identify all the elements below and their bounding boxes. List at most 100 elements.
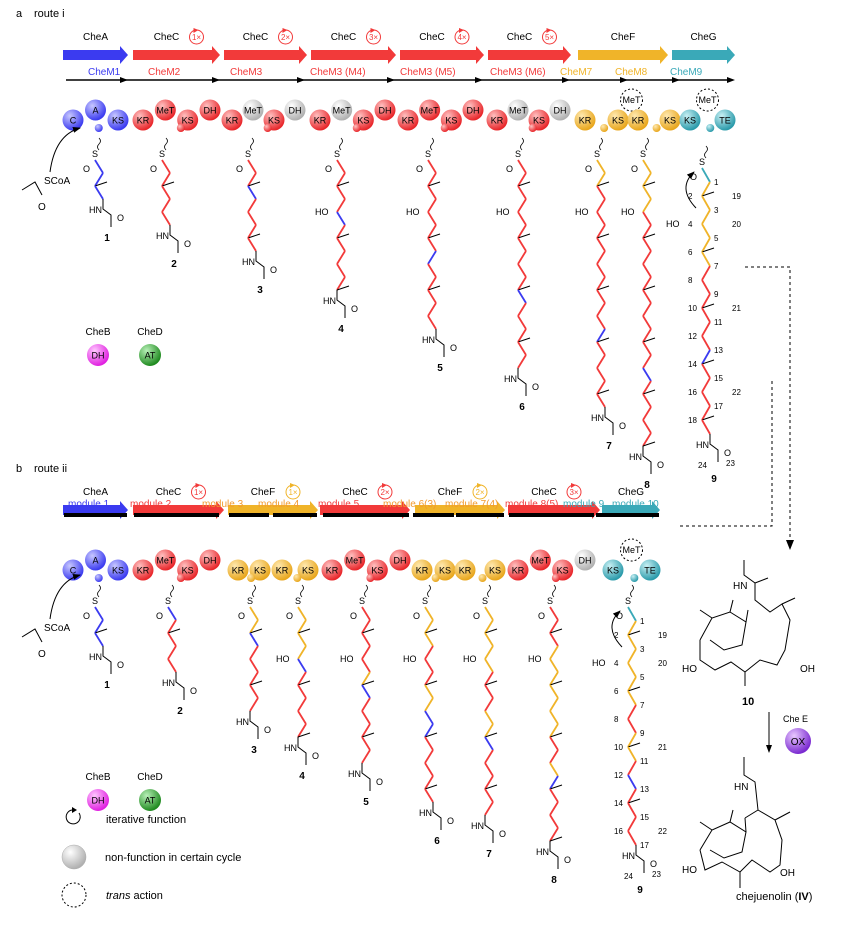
- domain-met: [344, 549, 366, 571]
- chain-bond: [701, 279, 711, 295]
- gene-name: CheG: [618, 487, 644, 498]
- chain-bond: [297, 606, 307, 621]
- connector-arrowhead: [786, 540, 794, 550]
- module-bar: [273, 513, 317, 517]
- chain-bond: [249, 671, 259, 686]
- domain-kr: [132, 559, 154, 581]
- carbon-number: 7: [714, 262, 719, 271]
- chain-bond: [484, 762, 494, 777]
- chain-bond: [247, 185, 257, 200]
- chain-bond: [517, 263, 527, 278]
- svg-text:S: S: [159, 149, 165, 159]
- svg-text:S: S: [547, 596, 553, 606]
- chain-bond: [427, 315, 437, 330]
- carbon-number: 1: [714, 178, 719, 187]
- chain-bond: [484, 697, 494, 712]
- carbon-number: 24: [624, 872, 633, 881]
- chain-bond: [642, 159, 652, 174]
- domain-label: DH: [379, 106, 392, 116]
- domain-label: KS: [533, 116, 545, 126]
- svg-text:O: O: [184, 239, 191, 249]
- chain-bond: [424, 697, 434, 712]
- svg-text:HN: HN: [89, 205, 102, 215]
- chain-bond: [297, 658, 307, 673]
- chain-bond: [424, 710, 434, 725]
- chain-bond: [249, 658, 259, 673]
- chain-bond: [701, 167, 711, 183]
- trans-met-domain: [620, 88, 643, 112]
- svg-text:O: O: [286, 611, 293, 621]
- methyl-number: 21: [658, 743, 667, 752]
- domain-label: KR: [416, 566, 429, 576]
- carbon-number: 10: [614, 743, 623, 752]
- chain-bond: [642, 315, 652, 330]
- chain-bond: [336, 276, 346, 291]
- chain-bond: [642, 172, 652, 187]
- svg-text:S: S: [359, 596, 365, 606]
- domain-label: DH: [204, 556, 217, 566]
- svg-text:O: O: [312, 751, 319, 761]
- chain-bond: [549, 801, 559, 816]
- chain-bond: [517, 315, 527, 330]
- chain-bond: [484, 671, 494, 686]
- chain-bond: [249, 619, 259, 634]
- module-bar: [604, 513, 659, 517]
- chain-bond: [627, 634, 637, 650]
- gene-name: CheC: [531, 487, 557, 498]
- domain-label: MeT: [699, 95, 718, 105]
- chain-bond: [167, 645, 177, 660]
- carbon-number: 13: [714, 346, 723, 355]
- chain-bond: [424, 775, 434, 790]
- chain-bond: [517, 250, 527, 265]
- chain-bond: [427, 185, 437, 200]
- chain-bond: [596, 276, 606, 291]
- domain-label: KR: [402, 116, 415, 126]
- loading-arrow: [49, 574, 81, 620]
- chain-bond: [596, 328, 606, 343]
- iteration-count: 1×: [194, 488, 203, 497]
- svg-text:SCoA: SCoA: [44, 623, 70, 634]
- chain-bond: [701, 391, 711, 407]
- chain-bond: [701, 377, 711, 393]
- svg-text:O: O: [538, 611, 545, 621]
- svg-text:O: O: [416, 164, 423, 174]
- panel-b-letter: b: [16, 463, 22, 475]
- domain-label: DH: [579, 556, 592, 566]
- chain-bond: [247, 172, 257, 187]
- domain-ks: [602, 559, 624, 581]
- svg-text:O: O: [236, 164, 243, 174]
- domain-label: KS: [182, 116, 194, 126]
- domain-label: KS: [684, 116, 696, 126]
- carbon-number: 3: [640, 645, 645, 654]
- domain-label: KR: [137, 116, 150, 126]
- svg-text:O: O: [117, 660, 124, 670]
- carbon-number: 24: [698, 461, 707, 470]
- domain-label: DH: [394, 556, 407, 566]
- chain-bond: [596, 393, 606, 408]
- module-bar: [509, 513, 594, 517]
- chain-bond: [517, 341, 527, 356]
- chain-bond: [361, 736, 371, 751]
- enzyme-label: Che E: [783, 714, 808, 724]
- ched-label: CheD: [137, 327, 163, 338]
- module-arrowhead: [727, 77, 735, 83]
- ox-domain-sphere: [785, 728, 811, 754]
- chain-bond: [484, 619, 494, 634]
- iteration-count: 4×: [457, 33, 466, 42]
- module-bar: [323, 513, 409, 517]
- trans-met-domain: [620, 538, 643, 562]
- ched-at-domain: [139, 344, 161, 366]
- iteration-arrow: [685, 171, 697, 209]
- carbon-number: 18: [688, 416, 697, 425]
- domain-ks: [297, 559, 319, 581]
- domain-label: KR: [232, 566, 245, 576]
- chain-bond: [361, 606, 371, 621]
